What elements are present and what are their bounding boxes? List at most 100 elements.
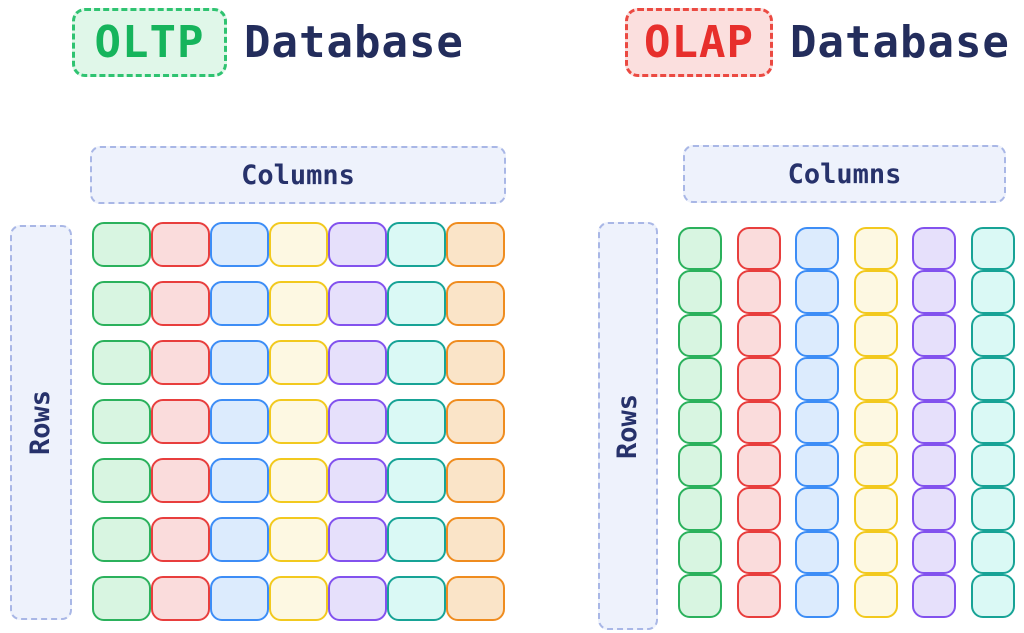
storage-cell-teal [970,530,1015,575]
olap-badge: OLAP [625,8,773,77]
storage-cell-green [678,574,722,618]
storage-cell-purple [328,517,387,562]
storage-cell-teal [970,487,1015,531]
grid-row [92,576,505,621]
storage-cell-purple [912,400,956,444]
storage-cell-orange [446,517,505,562]
storage-cell-red [151,458,210,503]
storage-cell-green [92,340,151,385]
olap-title-row: OLAP Database [625,8,1010,77]
olap-rows-label: Rows [598,222,658,630]
grid-row [92,340,505,385]
storage-cell-purple [912,313,956,358]
storage-cell-purple [912,443,956,488]
storage-cell-purple [912,530,956,575]
storage-cell-blue [795,400,839,444]
oltp-rows-label-text: Rows [25,389,57,456]
olap-grid [678,227,1015,618]
storage-cell-purple [328,281,387,326]
storage-cell-teal [387,399,446,444]
storage-cell-green [92,399,151,444]
storage-cell-yellow [269,458,328,503]
storage-cell-green [678,270,722,314]
storage-cell-green [678,443,722,488]
storage-cell-purple [912,357,956,401]
oltp-rows-label: Rows [10,225,72,620]
storage-cell-teal [970,574,1015,618]
olap-columns-label: Columns [683,145,1006,203]
storage-cell-red [736,313,781,358]
storage-cell-teal [387,576,446,621]
storage-cell-blue [795,313,839,358]
storage-cell-blue [210,517,269,562]
storage-cell-teal [387,222,446,267]
storage-cell-blue [795,270,839,314]
storage-cell-green [678,400,722,444]
storage-cell-orange [446,576,505,621]
storage-cell-red [736,574,781,618]
grid-column [678,227,722,618]
storage-cell-teal [970,270,1015,314]
storage-cell-teal [387,517,446,562]
storage-cell-green [92,576,151,621]
oltp-columns-label: Columns [90,146,506,204]
grid-row [92,281,505,326]
storage-cell-yellow [853,313,898,358]
storage-cell-blue [210,281,269,326]
storage-cell-red [151,517,210,562]
storage-cell-blue [210,340,269,385]
storage-cell-purple [328,399,387,444]
storage-cell-teal [387,340,446,385]
grid-row [92,399,505,444]
storage-cell-teal [970,313,1015,358]
storage-cell-yellow [853,400,898,444]
storage-cell-yellow [269,399,328,444]
storage-cell-yellow [269,517,328,562]
storage-cell-yellow [853,357,898,401]
storage-cell-yellow [269,340,328,385]
storage-cell-blue [210,576,269,621]
storage-cell-yellow [853,443,898,488]
storage-cell-teal [970,443,1015,488]
storage-cell-green [92,281,151,326]
storage-cell-yellow [269,222,328,267]
storage-cell-teal [387,458,446,503]
grid-row [92,222,505,267]
olap-columns-label-text: Columns [787,158,902,190]
oltp-title-row: OLTP Database [72,8,464,77]
grid-row [92,458,505,503]
storage-cell-green [92,517,151,562]
storage-cell-green [678,357,722,401]
grid-column [970,227,1015,618]
grid-column [912,227,956,618]
storage-cell-purple [912,487,956,531]
storage-cell-green [678,530,722,575]
grid-row [92,517,505,562]
oltp-badge: OLTP [72,8,227,77]
storage-cell-blue [795,574,839,618]
storage-cell-yellow [853,487,898,531]
storage-cell-blue [795,357,839,401]
storage-cell-blue [210,458,269,503]
grid-column [853,227,898,618]
storage-cell-blue [795,530,839,575]
storage-cell-red [736,357,781,401]
grid-column [736,227,781,618]
storage-cell-green [678,487,722,531]
oltp-grid [92,222,505,633]
storage-cell-teal [387,281,446,326]
storage-cell-purple [912,270,956,314]
storage-cell-green [678,313,722,358]
storage-cell-green [92,222,151,267]
olap-rows-label-text: Rows [612,393,644,459]
olap-title-text: Database [790,17,1010,68]
storage-cell-orange [446,222,505,267]
storage-cell-red [151,222,210,267]
storage-cell-orange [446,281,505,326]
storage-cell-red [736,400,781,444]
storage-cell-purple [912,574,956,618]
storage-cell-red [151,281,210,326]
storage-cell-yellow [853,270,898,314]
storage-cell-purple [328,576,387,621]
